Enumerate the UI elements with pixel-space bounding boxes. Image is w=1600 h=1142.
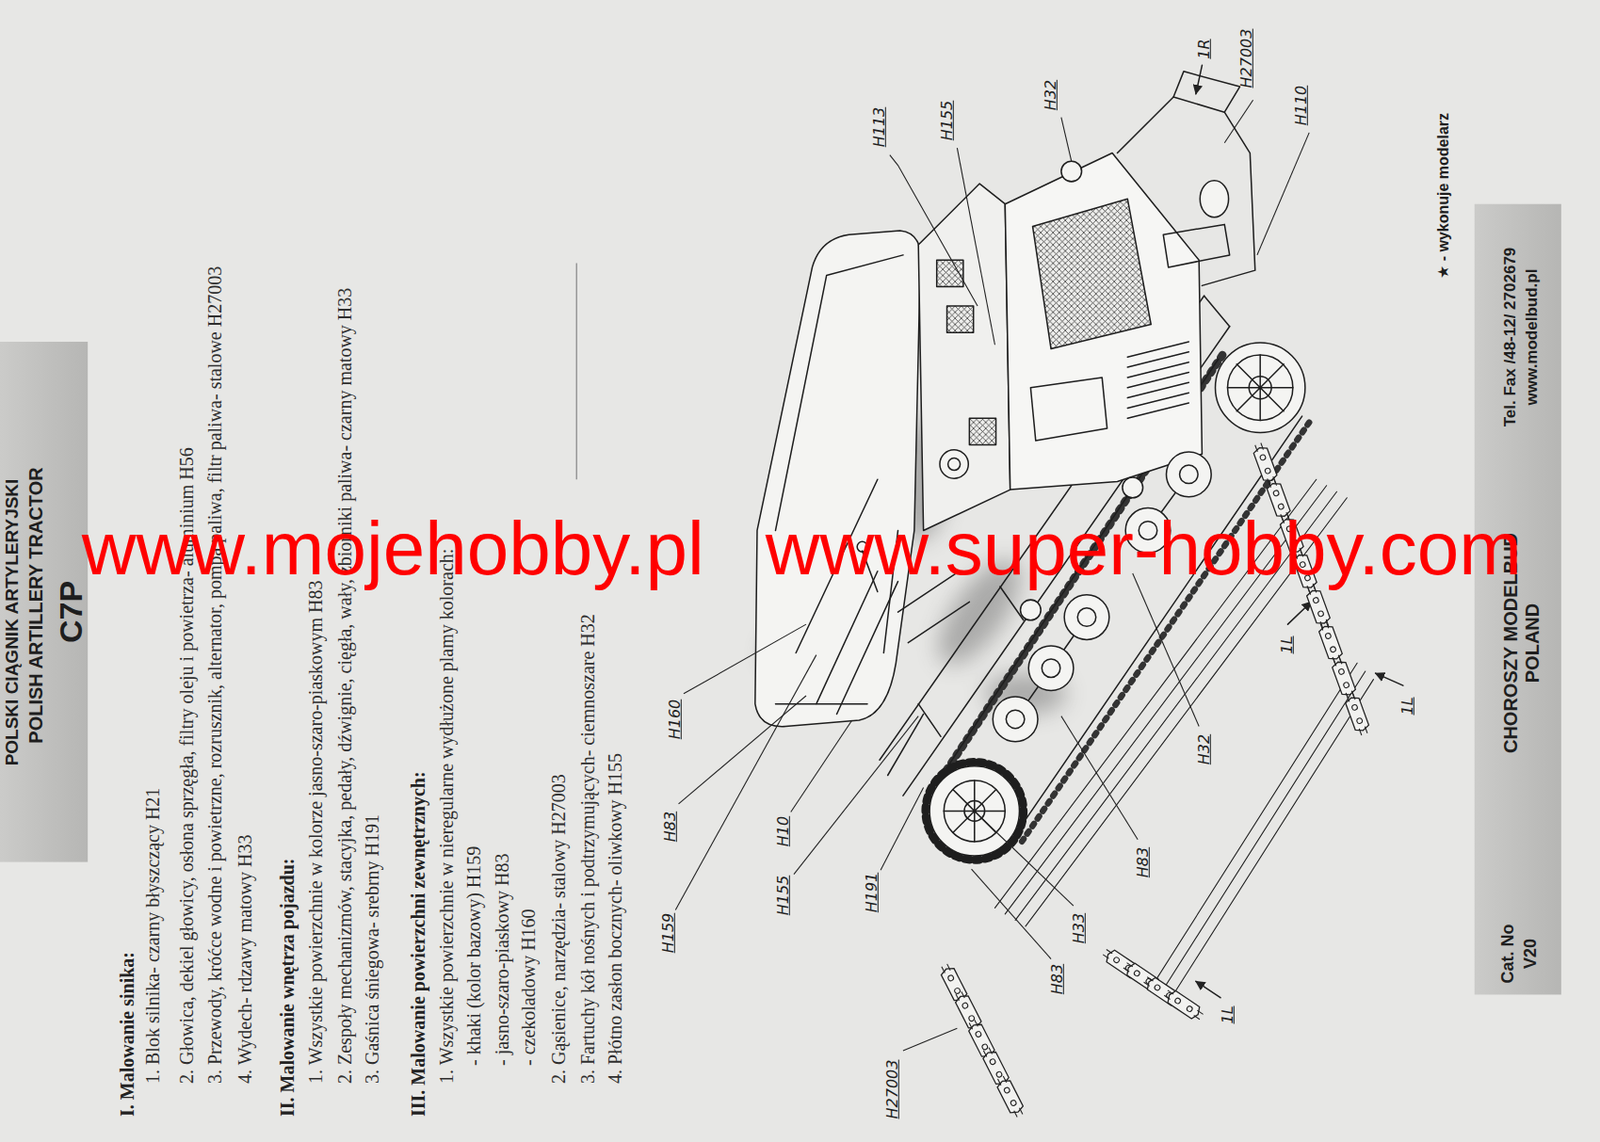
section-heading: II. Malowanie wnętrza pojazdu: [276,858,299,1117]
leader-line [1132,573,1199,728]
callout-code: 1L [1278,635,1296,654]
instruction-line: 4. Wydech- rdzawy matowy H33 [234,834,257,1083]
section-heading: III. Malowanie powierzchni zewnętrznych: [407,772,430,1118]
instruction-line: 3. Przewody, króćce wodne i powietrzne, … [204,266,227,1084]
leader-line [683,624,807,695]
leader-line [971,869,1052,959]
callout-code: H155 [937,100,955,142]
model-code: C7P [52,581,90,644]
callout-code: H10 [775,816,792,847]
callout-code: H191 [863,872,881,914]
instruction-line: 1. Wszystkie powierzchnie w kolorze jasn… [305,580,327,1083]
callout-code: 1L [1218,1006,1236,1025]
callout-code: 1L [1399,696,1417,715]
instruction-line: 4. Płótno zasłon bocznych- oliwkowy H155 [604,753,627,1084]
subtitle: POLISH ARTILLERY TRACTOR [24,467,47,744]
info-band [1474,204,1562,996]
callout-code: H155 [775,875,792,917]
callout-code: H160 [666,699,684,741]
maker-country: POLAND [1521,602,1544,682]
leader-line [1257,132,1310,256]
leader-line [1061,117,1072,162]
callout-code: H113 [871,107,889,148]
title: POLSKI CIĄGNIK ARTYLERYJSKI [1,479,23,767]
instruction-line: 2. Gąsienice, narzędzia- stalowy H27003 [548,774,570,1084]
leader-line [793,716,919,875]
instruction-line: 1. Blok silnika- czarny błyszczący H21 [142,787,164,1083]
instruction-line: 3. Gaśnica śniegowa- srebrny H191 [361,814,384,1084]
contact-phone: Tel. Fax /48-12/ 2702679 [1501,246,1520,427]
instruction-line: 3. Fartuchy kół nośnych i podtrzymującyc… [577,614,599,1084]
callout-code: 1R [1195,38,1213,59]
leader-line [678,695,807,805]
callout-code: H83 [1048,964,1066,995]
contact-web: www.modelbud.pl [1523,268,1543,405]
leader-line [1224,99,1253,144]
instruction-line: - jasno-szaro-piaskowy H83 [491,854,514,1067]
instruction-line: - khaki (kolor bazowy) H159 [463,846,485,1067]
leader-line [981,818,1074,906]
callout-code: H32 [1042,80,1060,111]
callout-code: H110 [1292,84,1310,126]
leader-line [956,147,995,345]
callout-code: H33 [1070,913,1088,944]
leader-line [675,655,817,911]
callout-code: H83 [1133,846,1151,877]
leader-line [903,1028,957,1051]
leader-line [889,155,978,307]
callout-code: H32 [1195,734,1213,765]
section-heading: I. Malowanie sinika: [116,952,139,1117]
callout-code: H27003 [1238,28,1256,88]
instruction-line: 2. Zespoły mechanizmów, stacyjka, pedały… [334,287,356,1083]
callout-code: H159 [660,913,678,954]
leader-line [1061,716,1138,841]
footnote: ★ - wykonuje modelarz [1435,113,1453,279]
leader-line [880,787,924,871]
separator-line [576,263,578,481]
catalog-label: Cat. No [1498,924,1519,985]
callout-code: H83 [662,810,679,841]
watermark: www.super-hobby.com [765,505,1522,593]
callout-code: H27003 [884,1060,902,1120]
instruction-line: 1. Wszystkie powierzchnie w nieregularne… [436,548,458,1083]
instruction-line: - czekoladowy H160 [517,909,540,1067]
leader-line [791,720,853,813]
watermark: www.mojehobby.pl [81,505,705,593]
catalog-number: V20 [1520,938,1541,970]
